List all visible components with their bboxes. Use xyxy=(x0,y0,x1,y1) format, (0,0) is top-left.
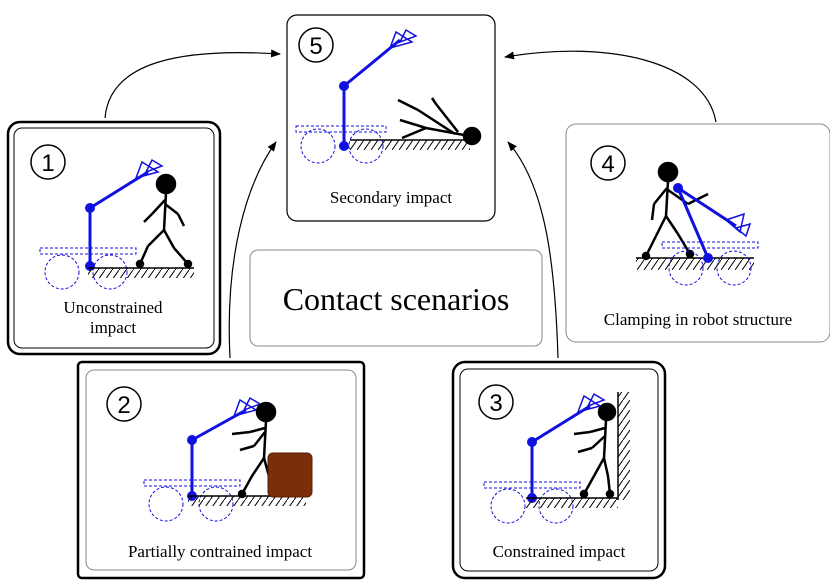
panel-caption: Constrained impact xyxy=(493,542,626,561)
panel-frame-outer xyxy=(76,360,366,580)
number-circle xyxy=(30,144,66,180)
panel-secondary-impact: 5 Secondary impact xyxy=(286,14,496,222)
panel-clamping: 4 Cla xyxy=(565,123,830,343)
panel-caption: Partially contrained impact xyxy=(128,542,312,561)
arrow-1-to-5 xyxy=(104,49,281,119)
panel-frame-inner xyxy=(13,127,215,349)
arrow-4-to-5 xyxy=(504,50,717,123)
panel-number: 4 xyxy=(601,151,614,178)
panel-caption-line2: impact xyxy=(90,318,137,337)
obstacle-box xyxy=(267,452,313,498)
panel-constrained-impact: 3 xyxy=(451,360,667,580)
panel-number: 3 xyxy=(489,390,502,417)
robot-arm xyxy=(295,28,418,164)
number-circle xyxy=(478,384,514,420)
robot-arm xyxy=(39,158,164,290)
panel-number: 5 xyxy=(309,33,322,60)
connector-arrows xyxy=(104,49,717,359)
arrow-3-to-5 xyxy=(507,141,559,359)
fallen-human-figure xyxy=(350,97,482,150)
panel-frame-inner xyxy=(85,369,357,571)
panel-caption: Clamping in robot structure xyxy=(604,310,792,329)
robot-arm xyxy=(661,183,759,286)
arrow-2-to-5 xyxy=(228,141,277,359)
panel-partially-constrained-impact: 2 Partially contrained i xyxy=(76,360,366,580)
panel-caption-line1: Unconstrained xyxy=(63,298,163,317)
human-figure xyxy=(188,401,306,506)
wall xyxy=(617,392,630,500)
number-circle xyxy=(298,27,334,63)
panel-frame-inner xyxy=(459,368,659,572)
center-label: Contact scenarios xyxy=(283,281,510,317)
panel-caption: Secondary impact xyxy=(330,188,453,207)
human-figure xyxy=(641,161,709,261)
number-circle xyxy=(106,386,142,422)
panel-number: 2 xyxy=(117,392,130,419)
panel-frame xyxy=(286,14,496,222)
center-label-box: Contact scenarios xyxy=(249,249,543,347)
human-figure xyxy=(526,402,618,508)
panel-unconstrained-impact: 1 Unconstrained xyxy=(6,120,222,356)
ground xyxy=(636,257,754,270)
panel-number: 1 xyxy=(41,150,54,177)
human-figure xyxy=(88,173,194,278)
number-circle xyxy=(590,145,626,181)
